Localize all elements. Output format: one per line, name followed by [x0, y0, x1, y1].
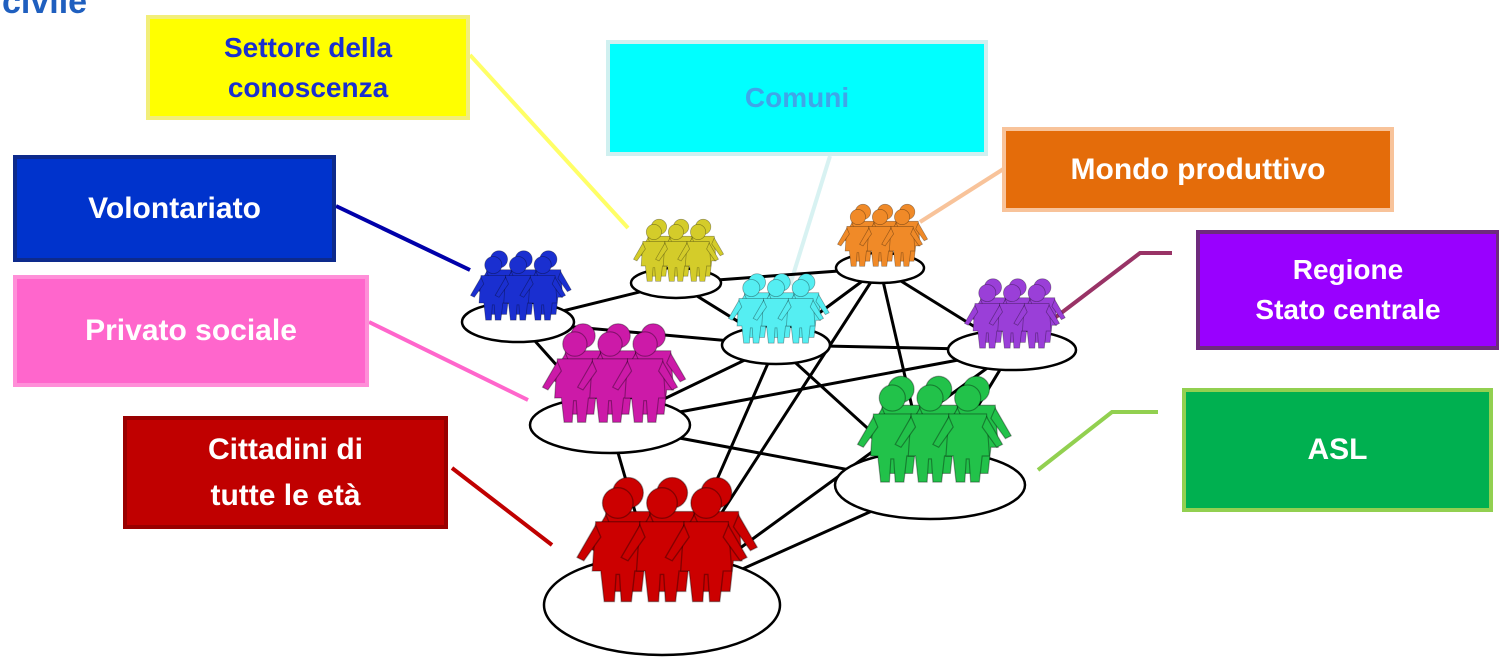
person-figure [664, 487, 748, 603]
mondo-produttivo-box: Mondo produttivo [1002, 127, 1394, 212]
person-figure [932, 384, 1004, 483]
settore-connector-line [468, 53, 630, 230]
volontariato-connector-line [335, 204, 471, 272]
privato-sociale-box: Privato sociale [13, 275, 369, 387]
comuni-box: Comuni [606, 40, 988, 156]
settore-conoscenza-box: Settore della conoscenza [146, 15, 470, 120]
settore-group [629, 218, 725, 300]
privato-group [528, 323, 692, 455]
people-holding-hands-icon [727, 273, 830, 344]
people-holding-hands-icon [633, 218, 725, 282]
regione-stato-centrale-box: Regione Stato centrale [1196, 230, 1499, 350]
person-figure [677, 224, 719, 282]
privato-connector-line [368, 320, 529, 402]
volontariato-group [460, 250, 576, 344]
people-holding-hands-icon [963, 278, 1066, 349]
page-heading: civile [2, 0, 88, 21]
people-holding-hands-icon [856, 375, 1013, 483]
comuni-group [720, 273, 832, 366]
people-holding-hands-icon [837, 203, 929, 267]
volontariato-box: Volontariato [13, 155, 336, 262]
people-holding-hands-icon [576, 476, 759, 603]
regione-connector-line [1050, 251, 1172, 322]
person-figure [777, 279, 825, 344]
regione-group [946, 278, 1078, 372]
mondo-connector-line [918, 166, 1007, 224]
people-holding-hands-icon [469, 250, 572, 321]
asl-connector-line [1036, 410, 1158, 472]
mondo-group [834, 203, 929, 285]
cittadini-connector-line [450, 466, 554, 547]
asl-box: ASL [1182, 388, 1493, 512]
person-figure [881, 209, 923, 267]
people-holding-hands-icon [541, 323, 687, 423]
asl-group [833, 375, 1027, 521]
person-figure [519, 256, 567, 321]
person-figure [611, 331, 679, 423]
person-figure [1013, 284, 1061, 349]
cittadini-group [542, 476, 782, 657]
comuni-connector-line [788, 155, 832, 286]
cittadini-box: Cittadini di tutte le età [123, 416, 448, 529]
